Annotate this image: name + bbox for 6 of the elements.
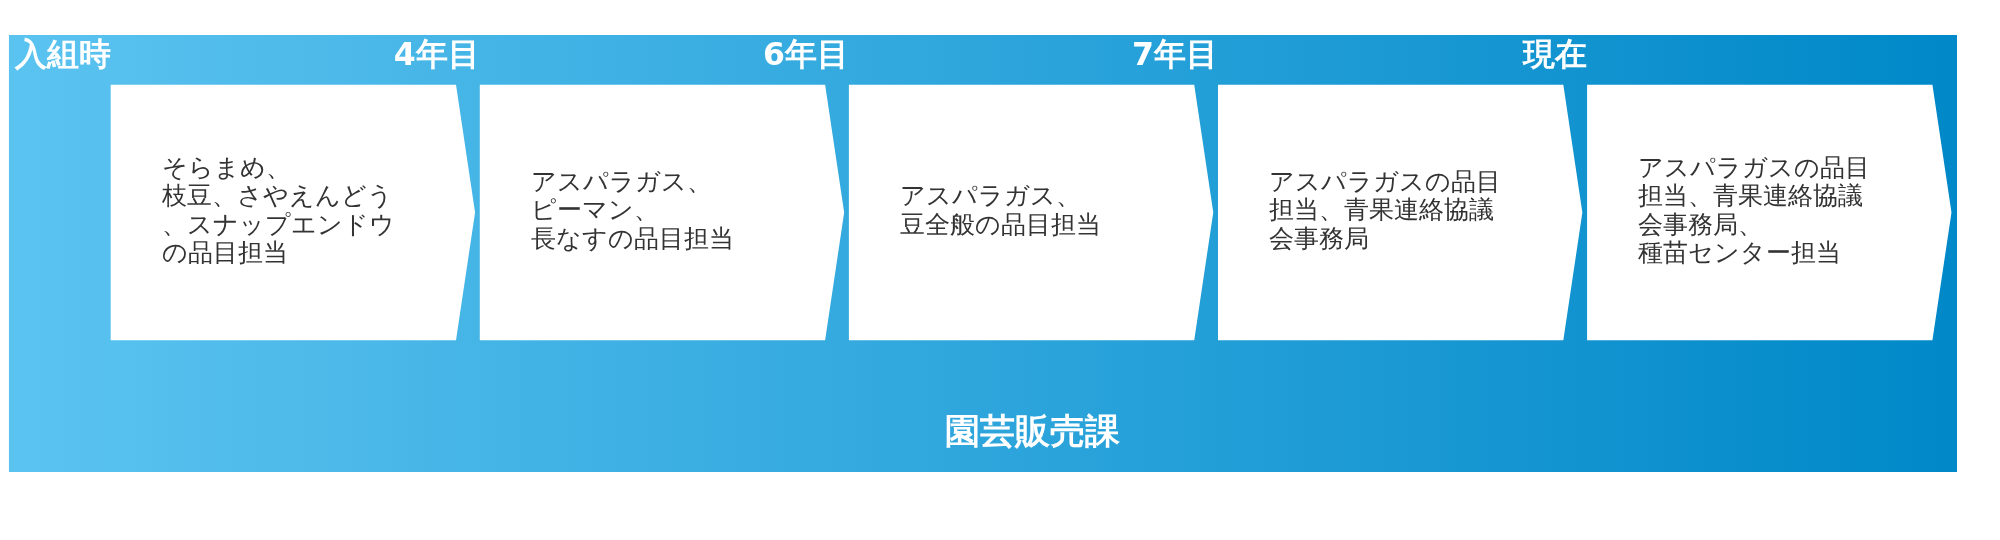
node-label: 現在 [1523,35,1588,72]
node-label: 6年目 [762,35,849,72]
node-label: 7年目 [1132,35,1218,72]
label: 園芸販売課 [945,410,1121,451]
node-label: 4年目 [393,35,480,72]
node-label: 入組時 [15,35,112,72]
